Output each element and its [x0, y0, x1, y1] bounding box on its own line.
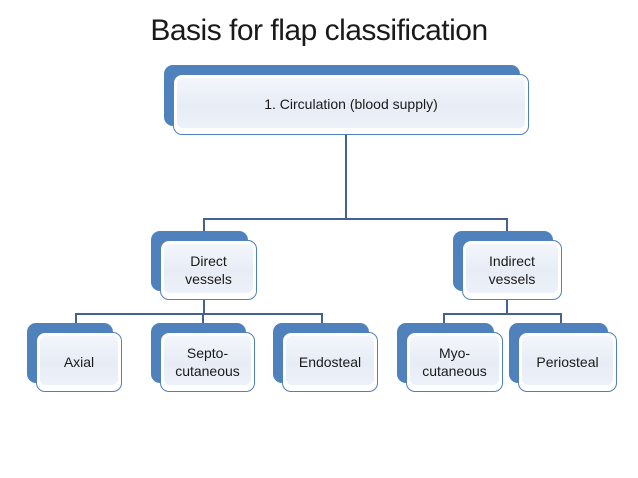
- node-endosteal: Endosteal: [273, 323, 378, 392]
- connector-level2-left-rail: [75, 313, 323, 323]
- node-periosteal: Periosteal: [509, 323, 617, 392]
- node-endosteal-panel: [286, 336, 374, 385]
- node-circulation-panel: [177, 78, 525, 128]
- connector-level1-rail: [203, 218, 508, 231]
- node-direct-vessels-panel: [164, 244, 253, 293]
- node-direct-vessels-label: Direct vessels: [185, 252, 232, 287]
- node-direct-vessels: Direct vessels: [151, 231, 257, 300]
- node-septocutaneous: Septo-cutaneous: [151, 323, 255, 392]
- node-indirect-vessels-label: Indirect vessels: [488, 252, 536, 287]
- slide-title: Basis for flap classification: [150, 14, 488, 47]
- node-endosteal-box: Endosteal: [282, 332, 378, 392]
- node-myocutaneous-panel: [410, 336, 499, 385]
- node-periosteal-panel: [522, 336, 613, 385]
- node-myocutaneous: Myo-cutaneous: [397, 323, 503, 392]
- node-periosteal-box: Periosteal: [518, 332, 617, 392]
- node-periosteal-label: Periosteal: [536, 353, 599, 370]
- node-direct-vessels-box: Direct vessels: [160, 240, 257, 300]
- node-circulation: 1. Circulation (blood supply): [164, 65, 529, 135]
- node-axial-label: Axial: [63, 353, 95, 370]
- node-indirect-vessels: Indirect vessels: [453, 231, 562, 300]
- node-indirect-vessels-box: Indirect vessels: [462, 240, 562, 300]
- node-myocutaneous-label: Myo-cutaneous: [422, 344, 487, 379]
- node-axial-box: Axial: [36, 332, 122, 392]
- node-endosteal-label: Endosteal: [298, 353, 362, 370]
- node-septocutaneous-panel: [164, 336, 251, 385]
- node-septocutaneous-box: Septo-cutaneous: [160, 332, 255, 392]
- node-myocutaneous-box: Myo-cutaneous: [406, 332, 503, 392]
- node-axial-panel: [40, 336, 118, 385]
- node-circulation-box: 1. Circulation (blood supply): [173, 74, 529, 135]
- node-indirect-vessels-panel: [466, 244, 558, 293]
- node-septocutaneous-label: Septo-cutaneous: [175, 344, 240, 379]
- connector-level2-right-rail: [443, 313, 562, 323]
- node-circulation-label: 1. Circulation (blood supply): [264, 96, 438, 113]
- node-axial: Axial: [27, 323, 122, 392]
